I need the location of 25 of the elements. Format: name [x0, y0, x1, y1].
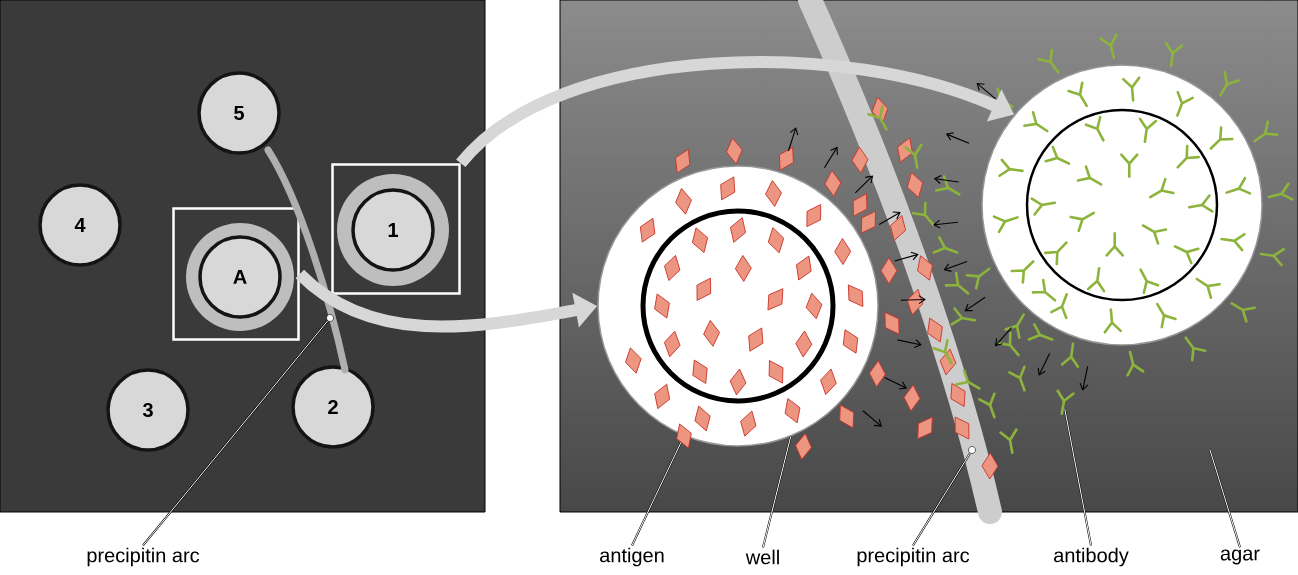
well: A: [186, 223, 294, 331]
leader-line: [631, 441, 682, 547]
leader-line: [912, 452, 971, 547]
callout-label: precipitin arc: [857, 547, 970, 567]
leader-line: [1209, 449, 1241, 549]
callout-label: agar: [1220, 549, 1260, 565]
callout-label: precipitin arc: [87, 547, 200, 567]
callout-label: well: [745, 549, 779, 565]
callout-label: antibody: [1054, 547, 1129, 567]
well: 2: [291, 365, 375, 449]
highlight-box: [331, 163, 461, 295]
well: 1: [337, 174, 449, 286]
arc-point: [326, 314, 334, 322]
well: 3: [106, 368, 190, 452]
well: 5: [197, 71, 281, 155]
leader-line: [1063, 408, 1092, 547]
leader-line: [142, 319, 329, 547]
antigen-particle: [676, 423, 692, 449]
callout-label: antigen: [600, 547, 664, 567]
well: 4: [38, 183, 122, 267]
leader-line: [762, 435, 792, 549]
highlight-box: [172, 207, 300, 341]
antibody-particle: [1056, 389, 1075, 416]
arc-point: [968, 446, 976, 454]
well: [981, 64, 1263, 346]
